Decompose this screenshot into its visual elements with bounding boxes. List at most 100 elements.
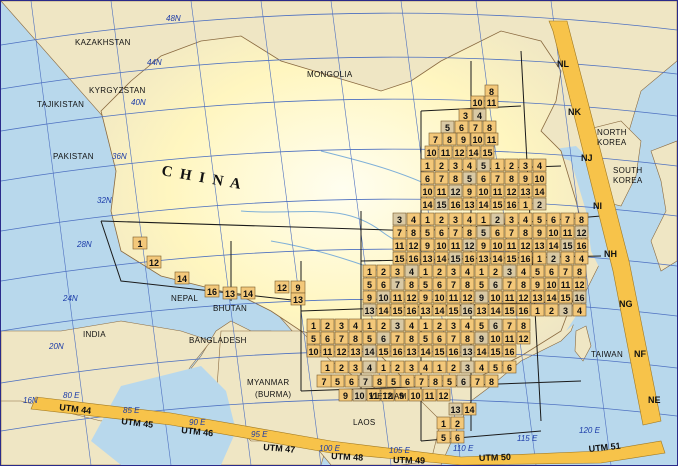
country-label: MYANMAR (247, 378, 289, 387)
sheet-cell (474, 277, 489, 291)
sheet-cell (558, 290, 573, 304)
sheet-cell (504, 158, 519, 172)
sheet-number: 3 (353, 363, 358, 373)
utm-zone-label: UTM 47 (263, 442, 296, 455)
country-label: INDIA (83, 330, 106, 339)
sheet-cell (392, 225, 407, 239)
lat-band-label: NI (593, 201, 602, 211)
country-label: SOUTH (613, 166, 643, 175)
sheet-number: 11 (493, 187, 503, 197)
sheet-number: 10 (472, 135, 482, 145)
sheet-number: 4 (409, 321, 414, 331)
sheet-cell (518, 184, 533, 198)
sheet-cell (334, 331, 349, 345)
sheet-cell (544, 277, 559, 291)
sheet-number: 14 (478, 200, 488, 210)
sheet-number: 10 (378, 293, 388, 303)
sheet-number: 8 (521, 321, 526, 331)
utm-zone-label: UTM 51 (588, 441, 621, 454)
sheet-cell (530, 290, 545, 304)
sheet-cell (476, 197, 491, 211)
sheet-cell (574, 251, 589, 265)
sheet-number: 15 (492, 200, 502, 210)
sheet-cell (474, 344, 489, 358)
sheet-cell (518, 197, 533, 211)
sheet-number: 7 (433, 135, 438, 145)
lat-band-strip (548, 20, 662, 426)
sheet-cell (432, 277, 447, 291)
sheet-number: 15 (562, 241, 572, 251)
sheet-cell (484, 132, 499, 146)
longitude-label: 120 E (579, 426, 601, 435)
sheet-number: 12 (382, 391, 392, 401)
sheet-cell (376, 277, 391, 291)
sheet-number: 9 (479, 334, 484, 344)
sheet-number: 5 (479, 280, 484, 290)
sheet-number: 1 (441, 419, 446, 429)
sheet-number: 13 (478, 254, 488, 264)
sheet-number: 13 (406, 347, 416, 357)
sheet-number: 2 (509, 161, 514, 171)
sheet-number: 6 (439, 228, 444, 238)
sheet-cell (456, 374, 471, 388)
sheet-number: 10 (410, 391, 420, 401)
sheet-cell (436, 388, 451, 402)
sheet-number: 2 (381, 267, 386, 277)
sheet-cell (462, 225, 477, 239)
sheet-number: 12 (574, 280, 584, 290)
sheet-cell (470, 374, 485, 388)
sheet-cell (446, 303, 461, 317)
sheet-cell (530, 303, 545, 317)
sheet-cell (516, 331, 531, 345)
sheet-cell (504, 184, 519, 198)
sheet-cell (306, 318, 321, 332)
sheet-cell (516, 277, 531, 291)
sheet-number: 6 (459, 123, 464, 133)
sheet-number: 10 (490, 334, 500, 344)
sheet-cell (532, 197, 547, 211)
sheet-number: 8 (489, 377, 494, 387)
sheet-cell (432, 360, 447, 374)
sheet-number: 15 (392, 306, 402, 316)
sheet-cell (466, 145, 481, 159)
sheet-number: 14 (378, 306, 388, 316)
sheet-number: 2 (437, 321, 442, 331)
sheet-number: 16 (448, 347, 458, 357)
sheet-cell (348, 331, 363, 345)
sheet-number: 5 (481, 228, 486, 238)
sheet-cell (462, 402, 477, 416)
sheet-cell (420, 251, 435, 265)
sheet-number: 16 (506, 200, 516, 210)
sheet-number: 5 (535, 267, 540, 277)
sheet-cell (334, 318, 349, 332)
country-label: VIETNAM (369, 392, 407, 401)
sheet-number: 16 (504, 347, 514, 357)
sheet-cell (362, 303, 377, 317)
sheet-cell (502, 264, 517, 278)
sheet-number: 7 (453, 228, 458, 238)
sheet-number: 4 (465, 267, 470, 277)
sheet-cell (436, 416, 451, 430)
sheet-number: 12 (506, 187, 516, 197)
sheet-number: 8 (523, 228, 528, 238)
sheet-cell (386, 374, 401, 388)
sheet-cell (476, 238, 491, 252)
latitude-line (0, 148, 678, 182)
sheet-number: 7 (473, 123, 478, 133)
sheet-number: 13 (462, 347, 472, 357)
sheet-number: 6 (481, 174, 486, 184)
sheet-number: 8 (411, 228, 416, 238)
sheet-number: 8 (489, 87, 494, 97)
sheet-number: 3 (565, 254, 570, 264)
sheet-cell (404, 344, 419, 358)
sheet-number: 2 (325, 321, 330, 331)
sheet-cell (400, 374, 415, 388)
longitude-label: 115 E (517, 434, 538, 443)
sheet-number: 7 (509, 228, 514, 238)
sheet-number: 10 (436, 241, 446, 251)
sheet-cell (418, 264, 433, 278)
sheet-number: 3 (397, 215, 402, 225)
sheet-number: 3 (395, 321, 400, 331)
